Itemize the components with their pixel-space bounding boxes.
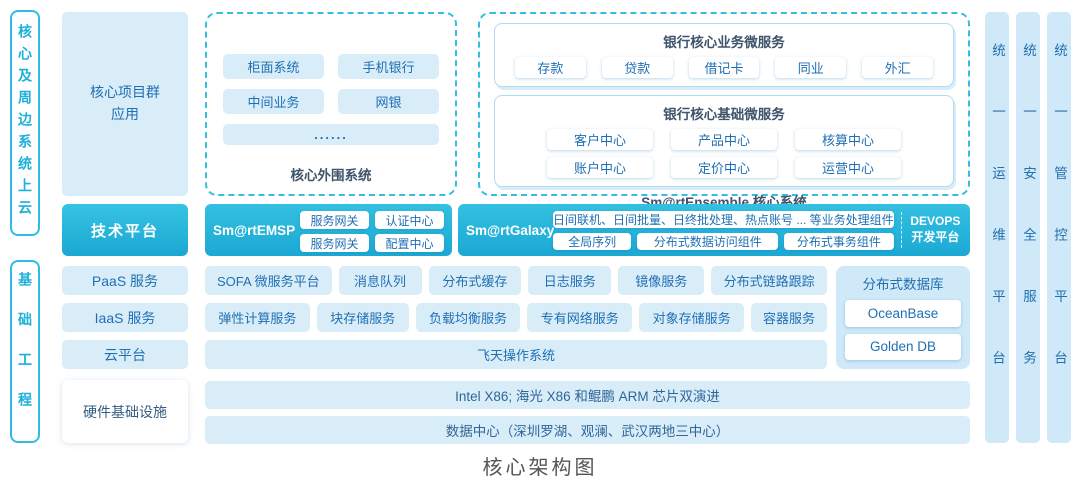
cloud-os-row: 飞天操作系统 bbox=[205, 340, 827, 369]
galaxy-items: 日间联机、日间批量、日终批处理、热点账号 ... 等业务处理组件 全局序列 分布… bbox=[553, 211, 894, 250]
iaas-service-item: 负载均衡服务 bbox=[415, 303, 521, 332]
business-microservices-title: 银行核心业务微服务 bbox=[663, 35, 785, 50]
foundation-item: 账户中心 bbox=[547, 157, 653, 178]
foundation-item: 运营中心 bbox=[795, 157, 901, 178]
header-core-project-group-label: 核心项目群应用 bbox=[90, 84, 160, 122]
header-cloud-platform: 云平台 bbox=[62, 340, 188, 369]
business-item: 借记卡 bbox=[688, 57, 760, 78]
header-hardware-infrastructure: 硬件基础设施 bbox=[62, 380, 188, 443]
devops-label: DEVOPS 开发平台 bbox=[910, 214, 961, 244]
peripheral-ellipsis: ...... bbox=[223, 124, 439, 145]
iaas-service-item: 弹性计算服务 bbox=[205, 303, 310, 332]
right-rail-management-platform: 统一管控平台 bbox=[1047, 12, 1071, 443]
business-item: 外汇 bbox=[862, 57, 933, 78]
left-rail-label-cloud-migration: 核心及周边系统上云 bbox=[10, 10, 40, 236]
foundation-microservices-group: 银行核心基础微服务 客户中心 产品中心 核算中心 账户中心 定价中心 运营中心 bbox=[494, 95, 954, 187]
galaxy-item: 全局序列 bbox=[553, 233, 632, 250]
diagram-title: 核心架构图 bbox=[482, 457, 598, 479]
paas-service-item: 分布式缓存 bbox=[428, 266, 522, 295]
emsp-items-grid: 服务网关 认证中心 服务网关 配置中心 bbox=[300, 211, 444, 252]
paas-service-item: 镜像服务 bbox=[618, 266, 705, 295]
emsp-item: 服务网关 bbox=[300, 234, 369, 252]
galaxy-items-row: 全局序列 分布式数据访问组件 分布式事务组件 bbox=[553, 233, 894, 250]
paas-service-item: SOFA 微服务平台 bbox=[205, 266, 332, 295]
peripheral-items-grid: 柜面系统 手机银行 中间业务 网银 bbox=[223, 54, 439, 114]
galaxy-label: Sm@rtGalaxy bbox=[466, 222, 555, 238]
foundation-items-row1: 客户中心 产品中心 核算中心 bbox=[505, 129, 943, 150]
database-title: 分布式数据库 bbox=[862, 277, 944, 292]
iaas-service-item: 容器服务 bbox=[750, 303, 827, 332]
emsp-item: 服务网关 bbox=[300, 211, 369, 229]
header-tech-platform: 技术平台 bbox=[62, 204, 188, 256]
iaas-services-row: 弹性计算服务 块存储服务 负载均衡服务 专有网络服务 对象存储服务 容器服务 bbox=[205, 303, 827, 332]
foundation-items-row2: 账户中心 定价中心 运营中心 bbox=[505, 157, 943, 178]
foundation-item: 核算中心 bbox=[795, 129, 901, 150]
left-rail-label-infrastructure: 基础工程 bbox=[10, 260, 40, 443]
iaas-service-item: 对象存储服务 bbox=[639, 303, 744, 332]
foundation-item: 产品中心 bbox=[671, 129, 777, 150]
ensemble-container: 银行核心业务微服务 存款 贷款 借记卡 同业 外汇 银行核心基础微服务 客户中心… bbox=[478, 12, 970, 210]
header-core-project-group: 核心项目群应用 bbox=[62, 12, 188, 196]
foundation-item: 定价中心 bbox=[671, 157, 777, 178]
business-item: 贷款 bbox=[601, 57, 673, 78]
galaxy-item: 分布式数据访问组件 bbox=[637, 233, 779, 250]
database-box: 分布式数据库 OceanBase Golden DB bbox=[836, 266, 970, 369]
peripheral-caption: 核心外围系统 bbox=[290, 168, 372, 183]
datacenter-row: 数据中心（深圳罗湖、观澜、武汉两地三中心） bbox=[205, 416, 970, 444]
paas-services-row: SOFA 微服务平台 消息队列 分布式缓存 日志服务 镜像服务 分布式链路跟踪 bbox=[205, 266, 827, 295]
header-iaas: IaaS 服务 bbox=[62, 303, 188, 332]
business-item: 存款 bbox=[515, 57, 586, 78]
foundation-microservices-title: 银行核心基础微服务 bbox=[663, 107, 785, 122]
business-items-row: 存款 贷款 借记卡 同业 外汇 bbox=[505, 57, 943, 78]
header-paas: PaaS 服务 bbox=[62, 266, 188, 295]
galaxy-devops-divider bbox=[900, 212, 902, 248]
business-item: 同业 bbox=[775, 57, 847, 78]
database-item: Golden DB bbox=[845, 333, 961, 360]
galaxy-banner: 日间联机、日间批量、日终批处理、热点账号 ... 等业务处理组件 bbox=[553, 211, 894, 228]
foundation-item: 客户中心 bbox=[547, 129, 653, 150]
peripheral-item: 中间业务 bbox=[223, 89, 324, 114]
peripheral-systems-container: 柜面系统 手机银行 中间业务 网银 ...... 核心外围系统 bbox=[205, 12, 457, 196]
galaxy-box: Sm@rtGalaxy 日间联机、日间批量、日终批处理、热点账号 ... 等业务… bbox=[458, 204, 970, 256]
emsp-item: 认证中心 bbox=[375, 211, 444, 229]
peripheral-item: 手机银行 bbox=[338, 54, 439, 79]
chip-row: Intel X86; 海光 X86 和鲲鹏 ARM 芯片双演进 bbox=[205, 381, 970, 409]
database-item: OceanBase bbox=[845, 300, 961, 327]
paas-service-item: 消息队列 bbox=[338, 266, 422, 295]
paas-service-item: 日志服务 bbox=[528, 266, 612, 295]
emsp-item: 配置中心 bbox=[375, 234, 444, 252]
iaas-service-item: 专有网络服务 bbox=[527, 303, 633, 332]
iaas-service-item: 块存储服务 bbox=[316, 303, 409, 332]
business-microservices-group: 银行核心业务微服务 存款 贷款 借记卡 同业 外汇 bbox=[494, 23, 954, 87]
peripheral-item: 网银 bbox=[338, 89, 439, 114]
peripheral-item: 柜面系统 bbox=[223, 54, 324, 79]
right-rail-ops-platform: 统一运维平台 bbox=[985, 12, 1009, 443]
galaxy-item: 分布式事务组件 bbox=[784, 233, 894, 250]
right-rail-security-service: 统一安全服务 bbox=[1016, 12, 1040, 443]
emsp-label: Sm@rtEMSP bbox=[213, 222, 296, 238]
emsp-box: Sm@rtEMSP 服务网关 认证中心 服务网关 配置中心 bbox=[205, 204, 452, 256]
paas-service-item: 分布式链路跟踪 bbox=[711, 266, 827, 295]
cloud-os-item: 飞天操作系统 bbox=[205, 340, 827, 369]
